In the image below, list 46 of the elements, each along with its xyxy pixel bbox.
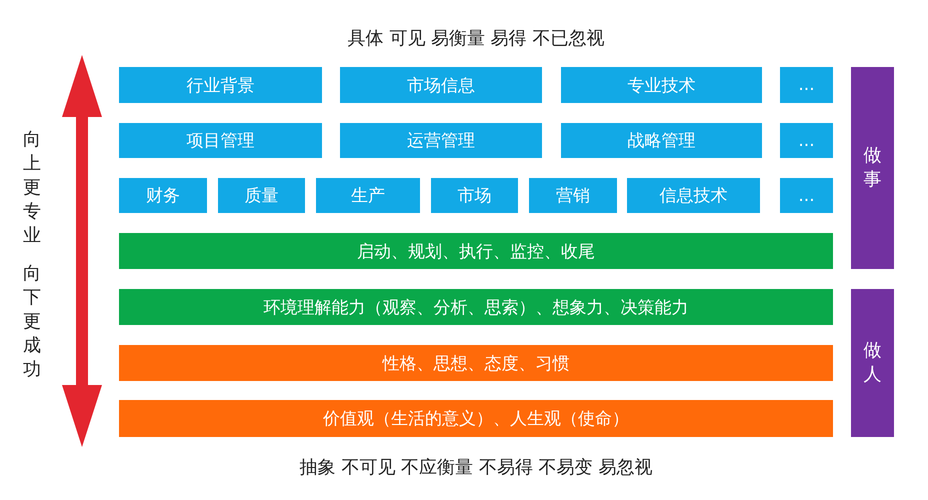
- category-bar: [851, 67, 894, 269]
- layer-box: [218, 178, 305, 213]
- layer-label: 项目管理: [186, 130, 254, 152]
- layer-label: 战略管理: [628, 130, 696, 152]
- layer-box: [119, 289, 833, 325]
- category-label: 做人: [862, 339, 882, 387]
- ellipsis-box: [780, 178, 833, 213]
- layer-label: 运营管理: [407, 130, 475, 152]
- ellipsis-box: [780, 123, 833, 158]
- layer-box: [431, 178, 518, 213]
- layer-label: 行业背景: [186, 74, 254, 96]
- layer-label: 性格、思想、态度、习惯: [382, 352, 570, 374]
- layer-label: 生产: [351, 185, 385, 207]
- layer-box: [627, 178, 760, 213]
- layer-box: [340, 123, 542, 158]
- layer-label: 价值观（生活的意义）、人生观（使命）: [323, 408, 629, 430]
- layer-box: [529, 178, 617, 213]
- side-label: 向下更成功: [22, 262, 42, 382]
- layer-box: [119, 233, 833, 269]
- layer-box: [561, 123, 762, 158]
- layer-label: 市场: [458, 185, 492, 207]
- side-label: 向上更专业: [22, 128, 42, 248]
- ellipsis-box: [780, 67, 833, 103]
- top-caption: 具体 可见 易衡量 易得 不已忽视: [348, 27, 604, 50]
- layer-box: [340, 67, 542, 103]
- category-label: 做事: [862, 144, 882, 192]
- category-bar: [851, 289, 894, 437]
- layer-label: ...: [798, 75, 815, 95]
- layer-label: 信息技术: [660, 185, 728, 207]
- layer-label: 财务: [146, 185, 180, 207]
- layer-label: 环境理解能力（观察、分析、思索）、想象力、决策能力: [264, 296, 688, 318]
- layer-box: [119, 178, 207, 213]
- layer-label: ...: [798, 130, 815, 150]
- layer-box: [561, 67, 762, 103]
- layer-label: 质量: [244, 185, 278, 207]
- layer-box: [316, 178, 420, 213]
- bottom-caption: 抽象 不可见 不应衡量 不易得 不易变 易忽视: [300, 456, 652, 479]
- layer-label: 营销: [556, 185, 590, 207]
- layer-label: ...: [798, 186, 815, 206]
- layer-label: 市场信息: [407, 74, 475, 96]
- layer-box: [119, 400, 833, 437]
- layer-box: [119, 67, 322, 103]
- layer-label: 专业技术: [628, 74, 696, 96]
- layer-box: [119, 345, 833, 381]
- layer-box: [119, 123, 322, 158]
- layer-label: 启动、规划、执行、监控、收尾: [357, 240, 595, 262]
